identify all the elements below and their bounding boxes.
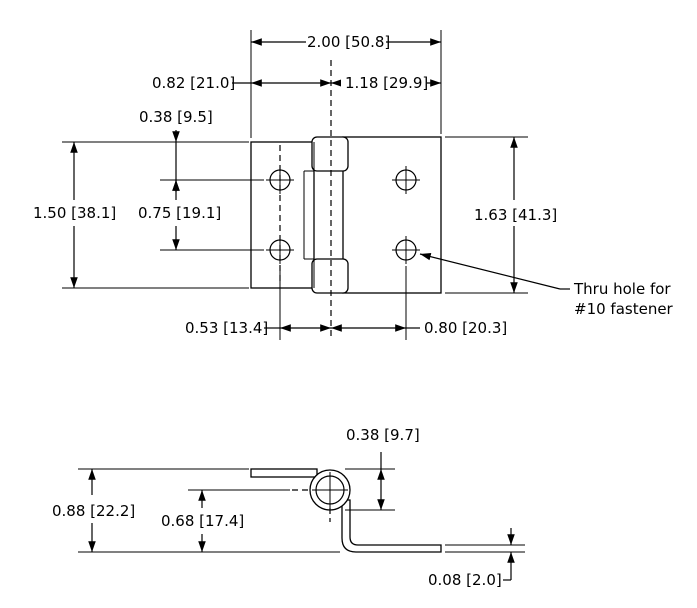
dim-hole-spacing: 0.75 [19.1] bbox=[138, 204, 221, 222]
dim-overall-height: 0.88 [22.2] bbox=[52, 502, 135, 520]
dim-hole-to-pin-left: 0.53 [13.4] bbox=[185, 319, 268, 337]
dim-hole-edge: 0.38 [9.5] bbox=[139, 108, 213, 126]
top-view: 2.00 [50.8] 0.82 [21.0] 1.18 [29.9] 0.38… bbox=[33, 30, 674, 340]
hole-right-top bbox=[392, 166, 420, 194]
dim-left-height: 1.50 [38.1] bbox=[33, 204, 116, 222]
hole-left-bottom bbox=[266, 236, 294, 264]
dim-right-height: 1.63 [41.3] bbox=[474, 206, 557, 224]
callout-leader bbox=[419, 252, 561, 290]
side-view: 0.88 [22.2] 0.68 [17.4] 0.38 [9.7] 0.08 … bbox=[52, 426, 525, 589]
side-leaf-bent bbox=[341, 499, 442, 553]
dim-overall-width: 2.00 [50.8] bbox=[307, 33, 390, 51]
side-leaf-top bbox=[250, 468, 318, 478]
hole-right-bottom bbox=[392, 236, 420, 264]
knuckle-bottom bbox=[311, 258, 349, 294]
callout-line-1: Thru hole for bbox=[573, 280, 671, 298]
hole-left-top bbox=[266, 166, 294, 194]
dim-pin-to-hole-right: 0.80 [20.3] bbox=[424, 319, 507, 337]
left-leaf bbox=[250, 141, 315, 289]
callout-line-2: #10 fastener bbox=[574, 300, 674, 318]
dim-pin-to-right: 1.18 [29.9] bbox=[345, 74, 428, 92]
dim-thickness: 0.08 [2.0] bbox=[428, 571, 502, 589]
right-leaf bbox=[342, 136, 442, 294]
dim-left-to-pin: 0.82 [21.0] bbox=[152, 74, 235, 92]
dim-pin-diameter: 0.38 [9.7] bbox=[346, 426, 420, 444]
dim-pin-center-height: 0.68 [17.4] bbox=[161, 512, 244, 530]
knuckle-top bbox=[311, 136, 349, 172]
